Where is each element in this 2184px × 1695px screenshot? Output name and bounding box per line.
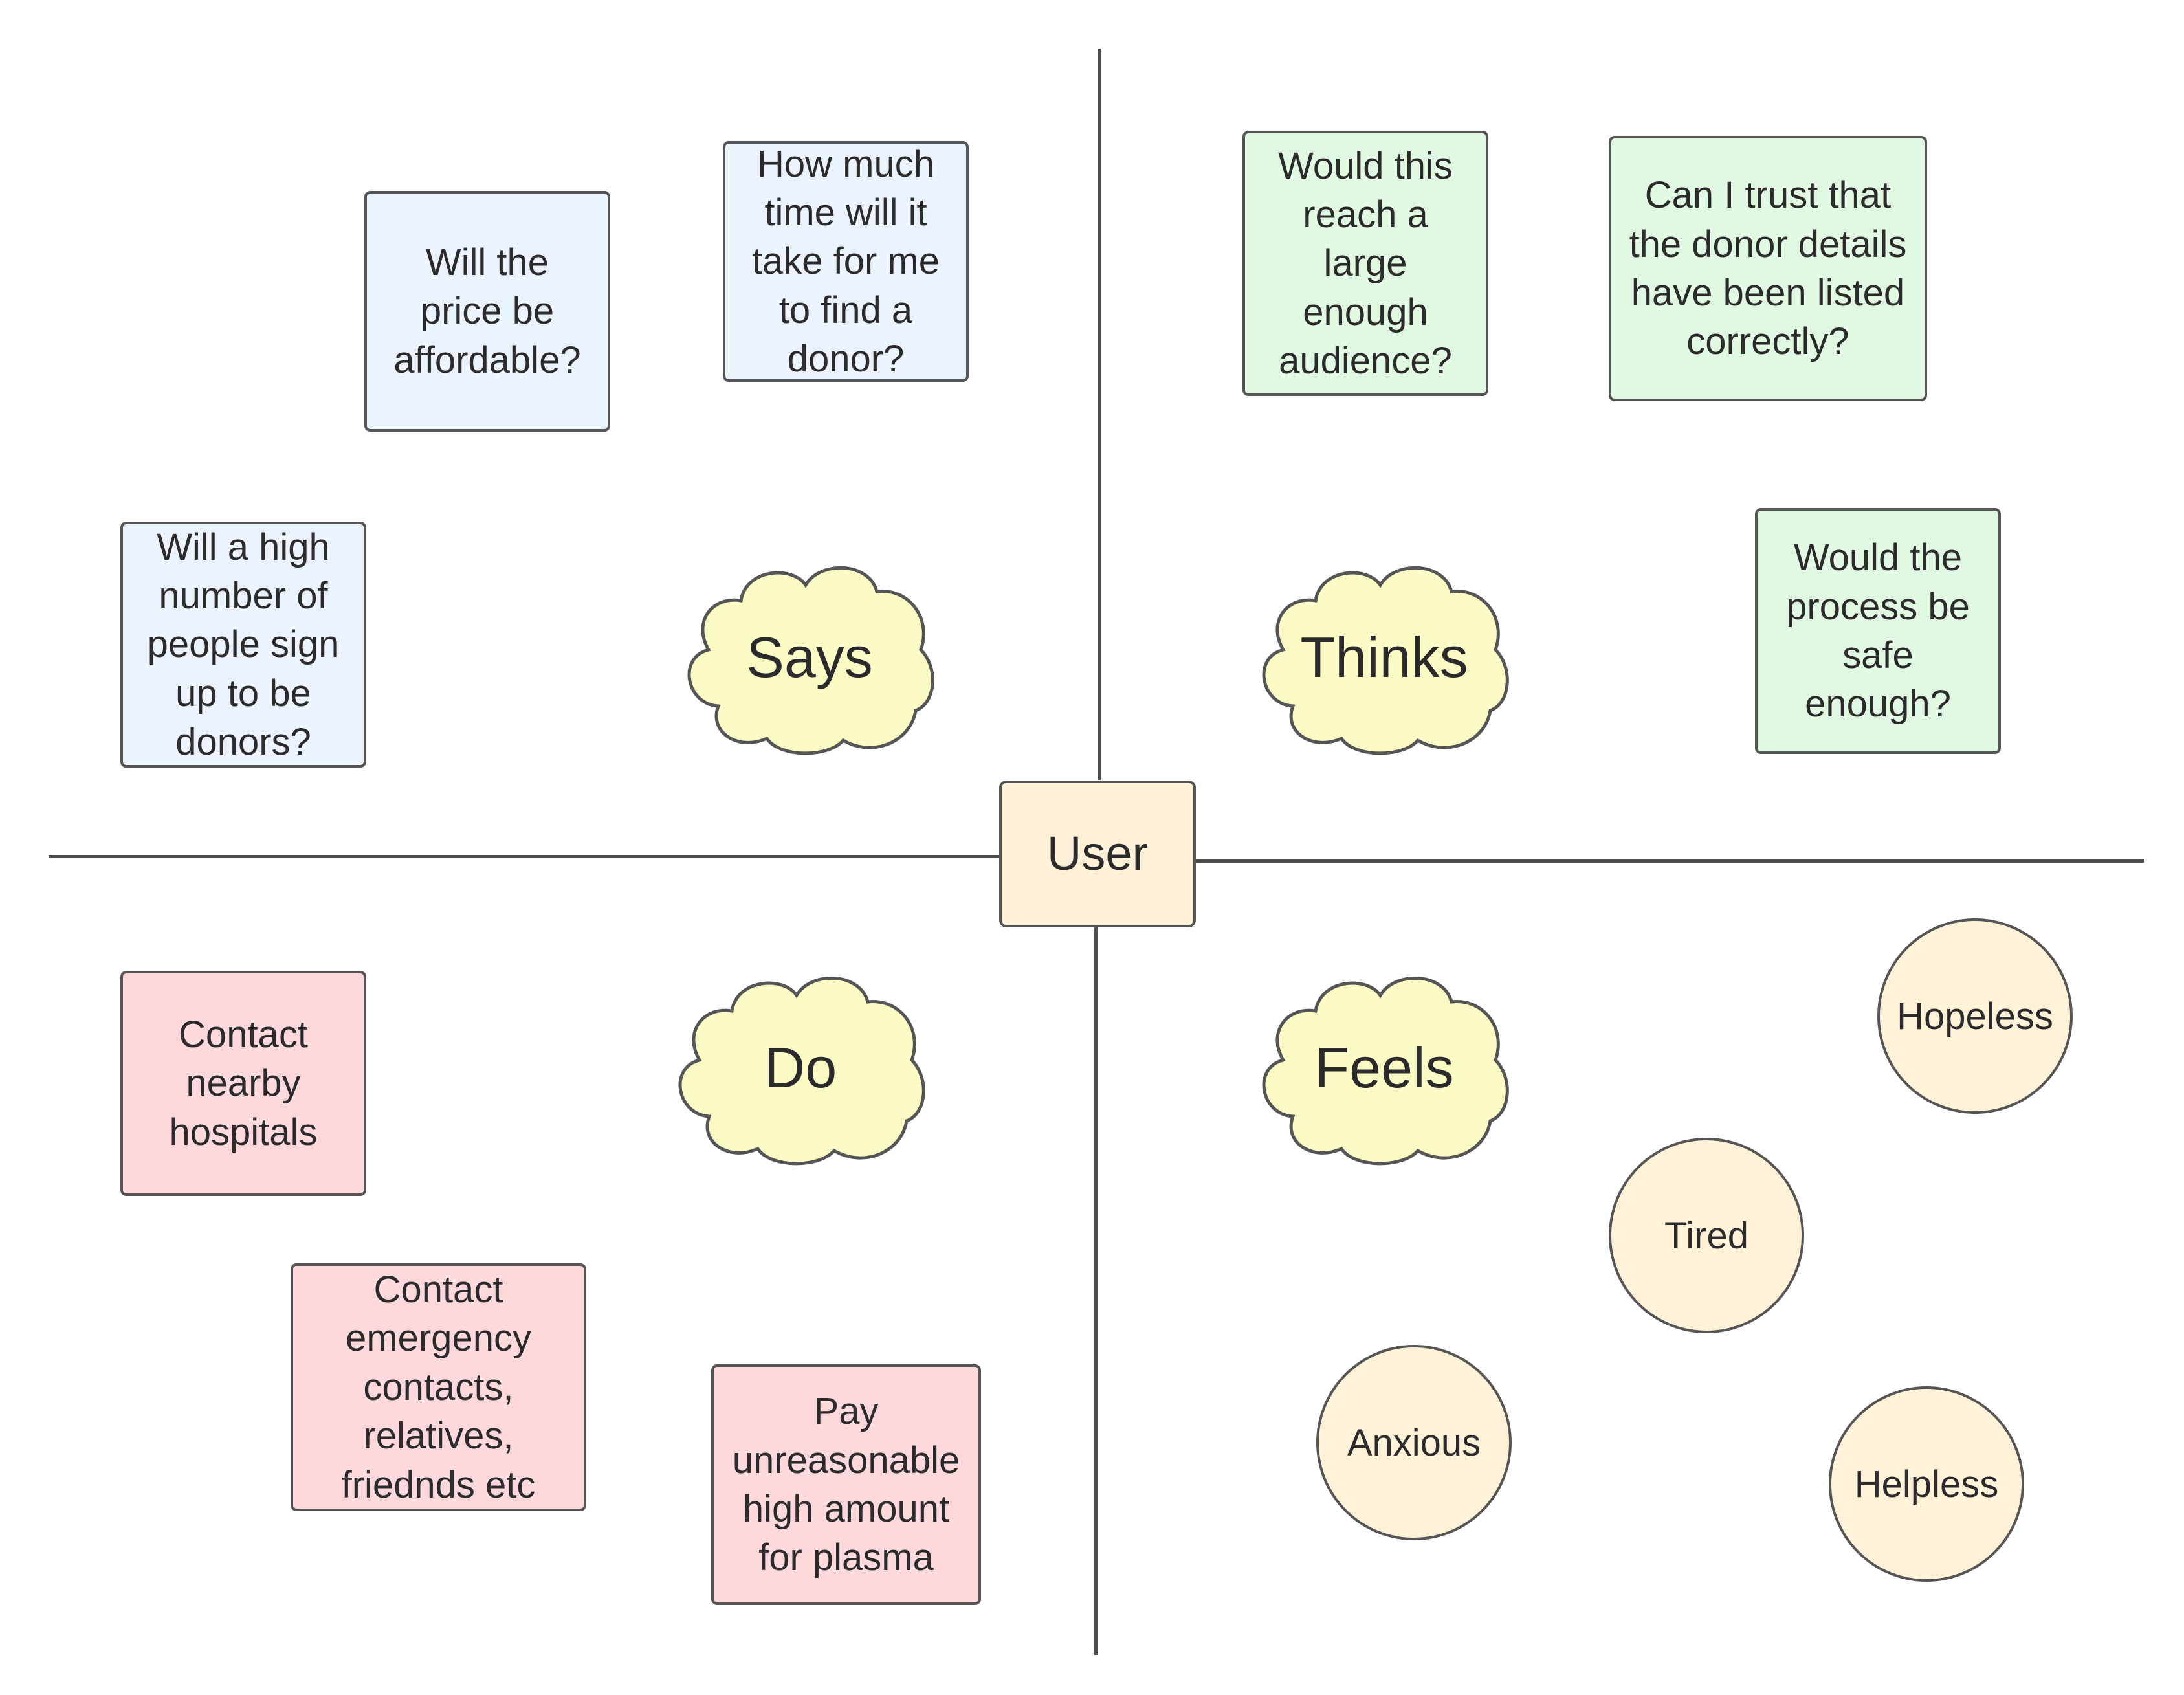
thinks-cloud-shape xyxy=(1262,566,1509,755)
feeling-helpless: Helpless xyxy=(1829,1386,2024,1582)
says-cloud-shape xyxy=(687,566,934,755)
do-note-pay: Pay unreasonable high amount for plasma xyxy=(711,1364,981,1605)
do-note-hospitals: Contact nearby hospitals xyxy=(120,971,366,1196)
horizontal-divider-left xyxy=(49,855,1000,858)
thinks-cloud: Thinks xyxy=(1257,560,1511,755)
says-note-donors: Will a high number of people sign up to … xyxy=(120,522,366,768)
do-cloud: Do xyxy=(674,971,927,1166)
thinks-note-audience: Would this reach a large enough audience… xyxy=(1242,131,1488,396)
do-label: Do xyxy=(764,1036,837,1100)
thinks-note-safe: Would the process be safe enough? xyxy=(1755,508,2001,754)
says-label: Says xyxy=(746,625,873,689)
feeling-tired: Tired xyxy=(1609,1138,1804,1333)
says-cloud: Says xyxy=(683,560,936,755)
says-note-time: How much time will it take for me to fin… xyxy=(723,141,969,382)
vertical-divider-bottom xyxy=(1094,927,1098,1655)
horizontal-divider-right xyxy=(1196,859,2144,863)
vertical-divider-top xyxy=(1098,49,1101,780)
do-note-contacts: Contact emergency contacts, relatives, f… xyxy=(291,1263,586,1511)
do-cloud-shape xyxy=(678,976,925,1166)
feeling-anxious: Anxious xyxy=(1316,1345,1512,1540)
thinks-note-trust: Can I trust that the donor details have … xyxy=(1609,136,1927,401)
feels-cloud: Feels xyxy=(1257,971,1511,1166)
feels-cloud-shape xyxy=(1262,976,1509,1166)
thinks-label: Thinks xyxy=(1300,625,1468,689)
says-note-price: Will the price be affordable? xyxy=(364,191,610,432)
feeling-hopeless: Hopeless xyxy=(1877,918,2073,1114)
user-box: User xyxy=(999,781,1196,927)
feels-label: Feels xyxy=(1314,1036,1454,1100)
